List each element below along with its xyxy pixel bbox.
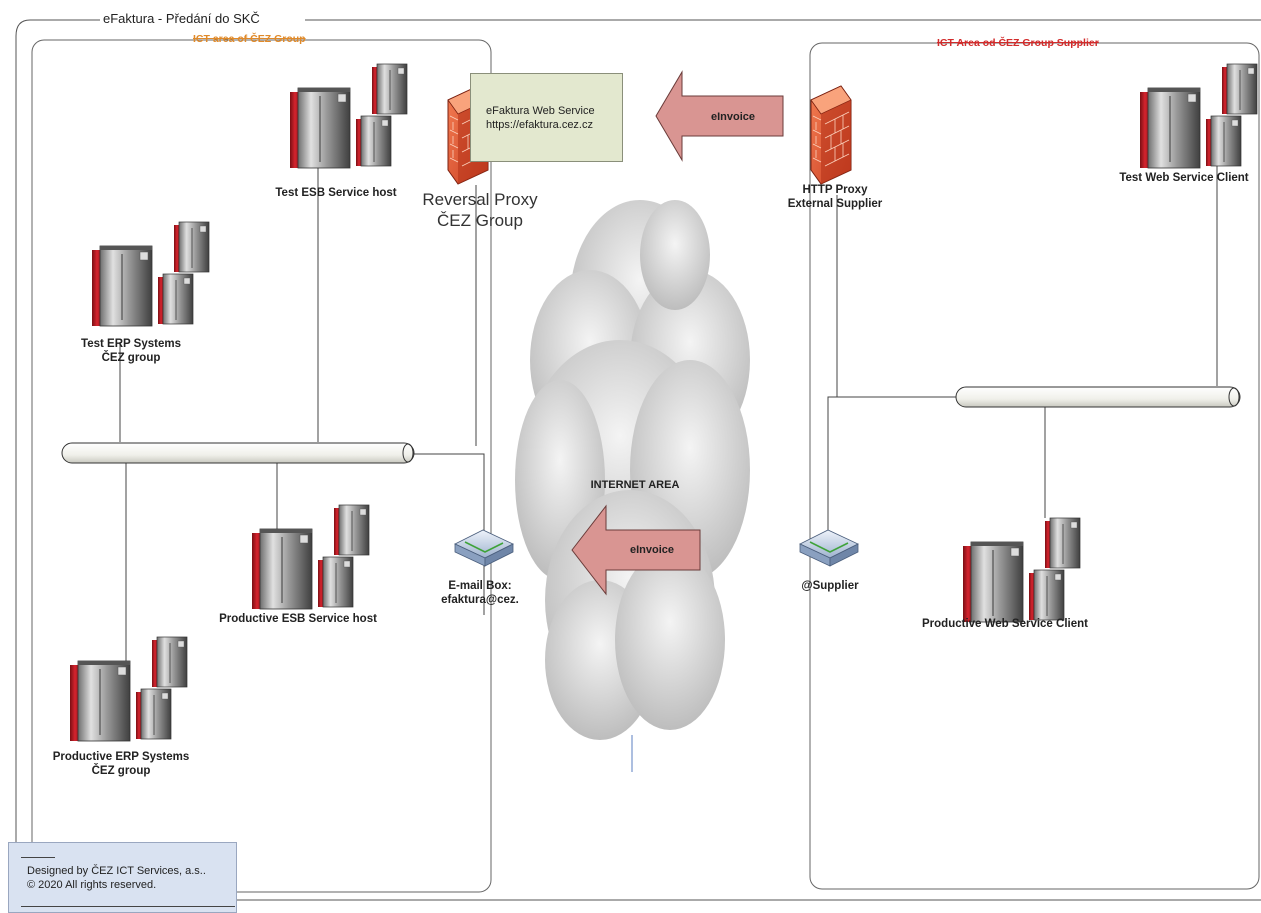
test-erp-server-icon: [92, 222, 209, 326]
arrow-label-top: eInvoice: [710, 111, 756, 123]
zone-label-supplier: ICT Area od ČEZ Group Supplier: [937, 37, 1099, 49]
label-prod-erp: Productive ERP Systems ČEZ group: [38, 750, 204, 778]
prod-erp-line1: Productive ERP Systems: [52, 751, 190, 763]
label-supplier: @Supplier: [801, 580, 859, 592]
footer-top-rule: [21, 857, 55, 858]
label-test-ws-client: Test Web Service Client: [1119, 172, 1249, 184]
footer-designed-by: Designed by ČEZ ICT Services, a.s..: [27, 865, 206, 877]
callout-line1: eFaktura Web Service: [486, 105, 595, 117]
prod-ws-client-server-icon: [963, 518, 1080, 622]
http-proxy-line1: HTTP Proxy: [802, 184, 868, 196]
prod-erp-line2: ČEZ group: [91, 765, 151, 777]
footer-text: Designed by ČEZ ICT Services, a.s.. © 20…: [27, 864, 206, 892]
callout-url: https://efaktura.cez.cz: [486, 119, 593, 131]
arrow-label-middle: eInvoice: [629, 544, 675, 556]
test-erp-line2: ČEZ group: [101, 352, 161, 364]
label-prod-ws-client: Productive Web Service Client: [922, 618, 1088, 630]
lan-bus-supplier: [955, 386, 1241, 408]
footer-bottom-rule: [21, 906, 235, 907]
zone-label-cez: ICT area of ČEZ Group: [193, 33, 306, 45]
email-box-switch-icon: [454, 529, 514, 567]
http-proxy-line2: External Supplier: [787, 198, 883, 210]
copyright-footer: Designed by ČEZ ICT Services, a.s.. © 20…: [8, 842, 237, 913]
label-http-proxy: HTTP Proxy External Supplier: [775, 183, 895, 211]
test-esb-server-icon: [290, 64, 407, 168]
label-email-box: E-mail Box: efaktura@cez.: [420, 579, 540, 607]
web-service-callout: eFaktura Web Service https://efaktura.ce…: [470, 73, 623, 162]
label-internet-area: INTERNET AREA: [590, 479, 680, 491]
supplier-switch-icon: [799, 529, 859, 567]
internet-cloud: [515, 200, 750, 740]
label-test-esb: Test ESB Service host: [275, 187, 397, 199]
email-box-line1: E-mail Box:: [448, 580, 512, 592]
reversal-proxy-line1: Reversal Proxy: [422, 190, 538, 209]
test-erp-line1: Test ERP Systems: [81, 338, 181, 350]
zone-supplier: [809, 42, 1260, 890]
zone-cez-group: [31, 39, 492, 893]
reversal-proxy-line2: ČEZ Group: [437, 211, 523, 230]
prod-esb-server-icon: [252, 505, 369, 609]
test-ws-client-server-icon: [1140, 64, 1257, 168]
footer-copyright: © 2020 All rights reserved.: [27, 879, 157, 891]
label-reversal-proxy: Reversal Proxy ČEZ Group: [405, 189, 555, 231]
prod-erp-server-icon: [70, 637, 187, 741]
email-box-line2: efaktura@cez.: [441, 594, 519, 606]
label-test-erp: Test ERP Systems ČEZ group: [66, 337, 196, 365]
lan-bus-cez: [61, 442, 415, 464]
diagram-title: eFaktura - Předání do SKČ: [100, 11, 263, 26]
einvoice-arrow-middle: [571, 504, 701, 596]
http-proxy-firewall-icon: [810, 85, 852, 185]
einvoice-arrow-top: [655, 70, 784, 162]
label-prod-esb: Productive ESB Service host: [219, 613, 377, 625]
